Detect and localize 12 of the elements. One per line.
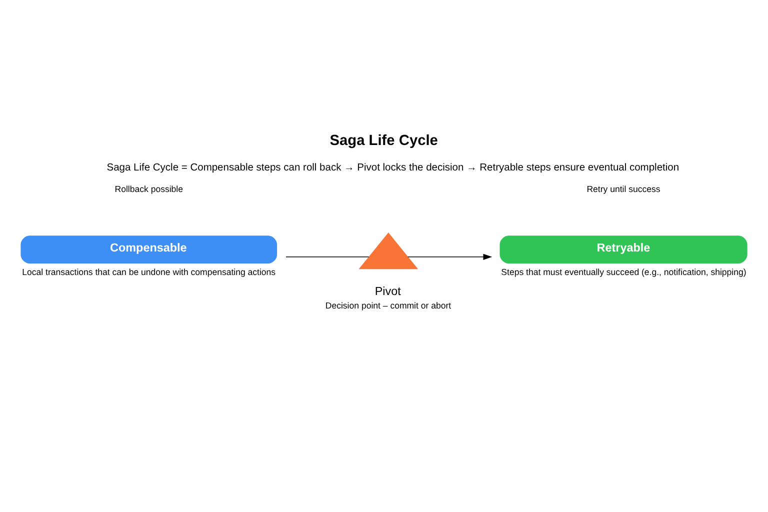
arrow [408,254,492,260]
label: Retry until success [586,184,660,194]
node-box: Compensable [20,236,278,264]
node-label: Steps that must eventually succeed (e.g., notification, shipping) [501,266,746,277]
connector [286,256,370,258]
node-box: Retryable [500,236,748,264]
node-label: Local transactions that can be undone with compensating actions [22,266,276,277]
diagram-title: Saga Life Cycle [330,132,438,149]
node-label: Decision point – commit or abort [325,300,452,311]
caption: Saga Life Cycle = Compensable steps can roll back → Pivot locks the decision → Retryable steps ensure eventual completion [106,162,680,174]
node-label: Pivot [374,284,401,298]
label: Rollback possible [114,184,183,194]
